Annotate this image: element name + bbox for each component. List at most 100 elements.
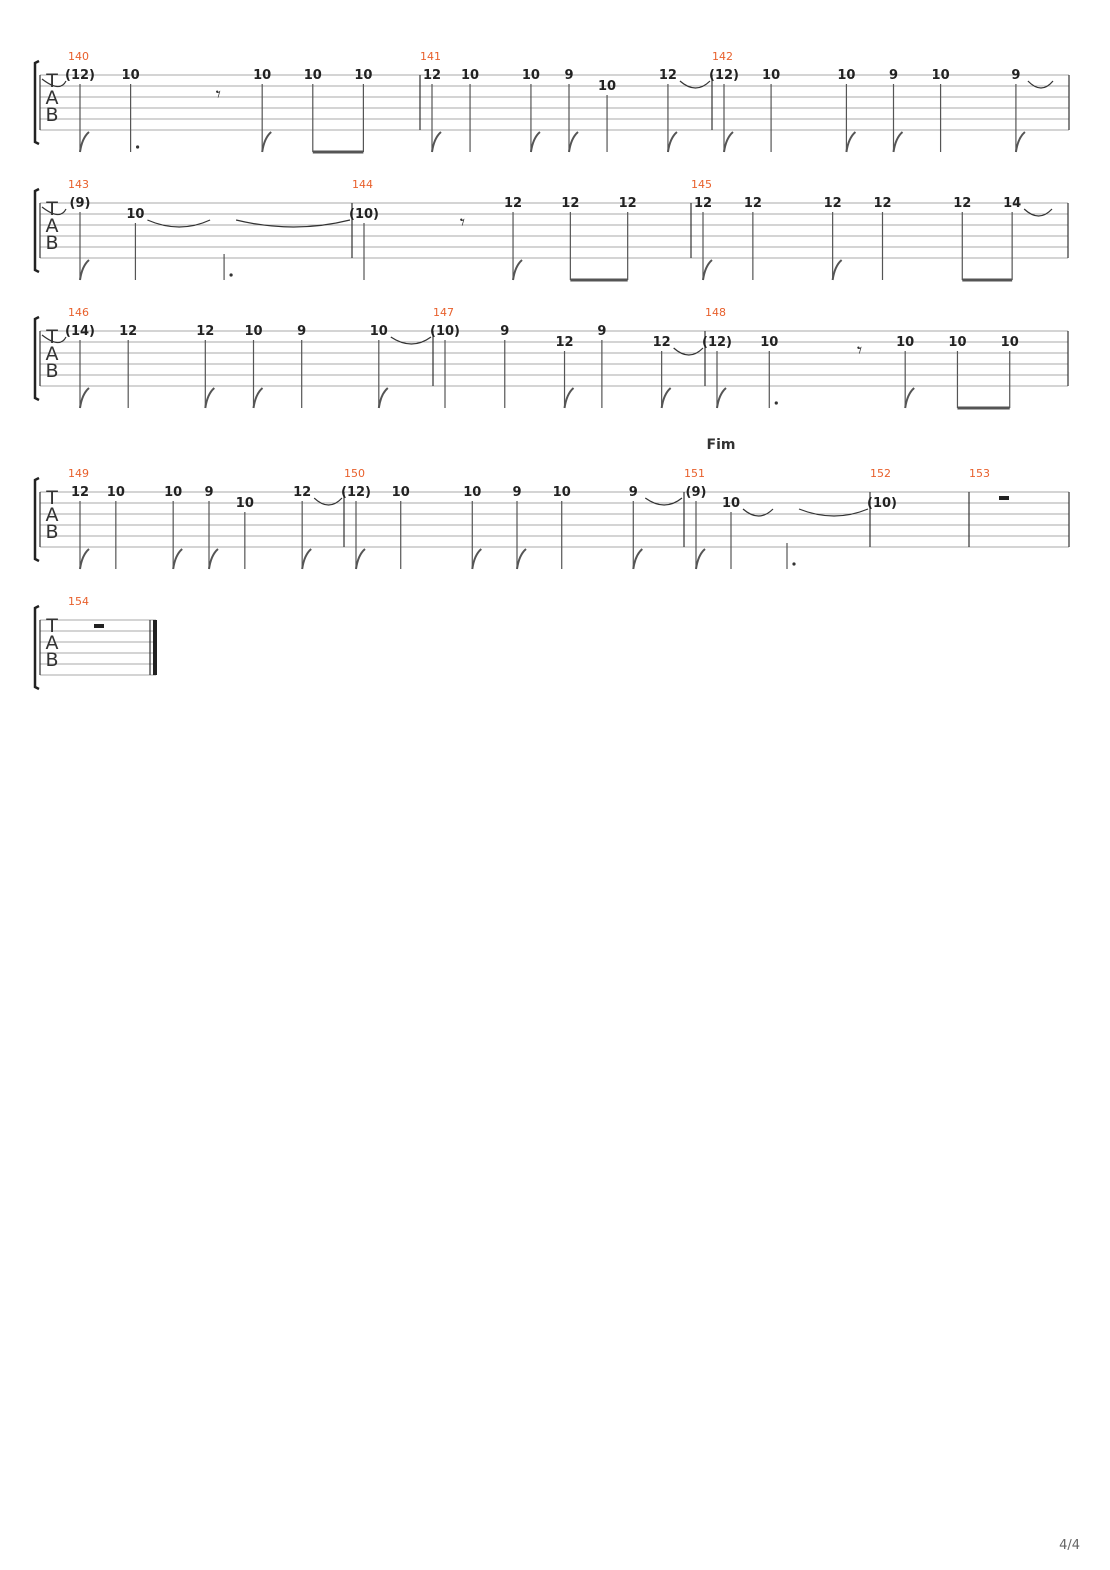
bar-number: 142 <box>712 50 733 63</box>
fret-number: 10 <box>1001 335 1019 350</box>
tab-clef-letter: B <box>45 521 58 543</box>
fret-number: (12) <box>341 485 371 500</box>
fret-number: 10 <box>760 335 778 350</box>
note-flag <box>568 131 579 153</box>
fret-number: 12 <box>119 324 137 339</box>
fret-number: 12 <box>824 196 842 211</box>
fret-number: 10 <box>522 68 540 83</box>
fret-number: 10 <box>896 335 914 350</box>
tie-arc <box>41 334 67 344</box>
note-flag <box>172 548 183 570</box>
bar-number: 144 <box>352 178 373 191</box>
tab-clef-letter: A <box>46 504 59 526</box>
fret-number: (9) <box>686 485 707 500</box>
tie-arc <box>1027 80 1054 89</box>
fret-number: (10) <box>430 324 460 339</box>
duration-dot <box>774 401 778 405</box>
fret-number: 12 <box>744 196 762 211</box>
note-flag <box>431 131 442 153</box>
fret-number: 12 <box>873 196 891 211</box>
note-flag <box>666 131 678 153</box>
fret-number: 10 <box>463 485 481 500</box>
fret-number: 12 <box>71 485 89 500</box>
fret-number: 12 <box>504 196 522 211</box>
note-flag <box>563 387 575 409</box>
fret-number: 9 <box>297 324 306 339</box>
tab-clef-letter: B <box>45 360 58 382</box>
bar-number: 147 <box>433 306 454 319</box>
tab-clef-letter: T <box>45 615 58 637</box>
bar-number: 146 <box>68 306 89 319</box>
fret-number: 12 <box>293 485 311 500</box>
fret-number: 10 <box>107 485 125 500</box>
bar-number: 151 <box>684 467 705 480</box>
bar-number: 141 <box>420 50 441 63</box>
fret-number: 10 <box>392 485 410 500</box>
fret-number: 10 <box>837 68 855 83</box>
fret-number: 10 <box>304 68 322 83</box>
bar-number: 143 <box>68 178 89 191</box>
fret-number: (12) <box>709 68 739 83</box>
tab-clef-letter: A <box>46 215 59 237</box>
fret-number: 10 <box>948 335 966 350</box>
duration-dot <box>136 145 140 149</box>
fret-number: 10 <box>932 68 950 83</box>
tie-arc <box>1023 208 1053 217</box>
fret-number: (10) <box>349 207 379 222</box>
tie-arc <box>313 497 343 506</box>
note-flag <box>301 548 312 570</box>
note-flag <box>632 548 643 570</box>
bar-number: 154 <box>68 595 89 608</box>
note-flag <box>529 131 541 153</box>
eighth-rest: 𝄾 <box>460 210 465 234</box>
bar-number: 153 <box>969 467 990 480</box>
note-flag <box>208 548 219 570</box>
fret-number: 12 <box>555 335 573 350</box>
tab-clef-letter: B <box>45 232 58 254</box>
note-flag <box>660 387 672 409</box>
fret-number: 10 <box>598 79 616 94</box>
note-flag <box>1014 131 1026 153</box>
bar-number: 148 <box>705 306 726 319</box>
duration-dot <box>792 562 796 566</box>
note-flag <box>845 131 857 153</box>
fret-number: 12 <box>561 196 579 211</box>
note-flag <box>723 131 734 153</box>
note-flag <box>702 259 713 281</box>
note-flag <box>471 548 482 570</box>
tab-clef-letter: A <box>46 87 59 109</box>
note-flag <box>355 548 366 570</box>
fret-number: 12 <box>659 68 677 83</box>
fret-number: 12 <box>619 196 637 211</box>
bar-number: 140 <box>68 50 89 63</box>
tie-arc <box>679 80 711 89</box>
system-bracket <box>33 59 40 146</box>
tab-clef-letter: T <box>45 487 58 509</box>
bar-number: 152 <box>870 467 891 480</box>
tab-clef-letter: A <box>46 632 59 654</box>
fret-number: 9 <box>204 485 213 500</box>
eighth-rest: 𝄾 <box>216 82 221 106</box>
tie-arc <box>644 497 683 506</box>
tie-arc <box>798 508 869 517</box>
note-flag <box>261 131 272 153</box>
tie-arc <box>41 206 67 216</box>
fret-number: 10 <box>122 68 140 83</box>
bar-number: 149 <box>68 467 89 480</box>
whole-rest <box>999 496 1009 500</box>
system-bracket <box>33 187 40 274</box>
fret-number: 9 <box>1011 68 1020 83</box>
system-bracket <box>33 604 40 691</box>
note-flag <box>79 387 90 409</box>
fret-number: 9 <box>889 68 898 83</box>
fret-number: 12 <box>423 68 441 83</box>
fret-number: 12 <box>196 324 214 339</box>
whole-rest <box>94 624 104 628</box>
tab-clef-letter: B <box>45 104 58 126</box>
note-flag <box>79 259 90 281</box>
note-flag <box>831 259 843 281</box>
tab-clef-letter: B <box>45 649 58 671</box>
bar-number: 150 <box>344 467 365 480</box>
tie-arc <box>673 347 704 356</box>
